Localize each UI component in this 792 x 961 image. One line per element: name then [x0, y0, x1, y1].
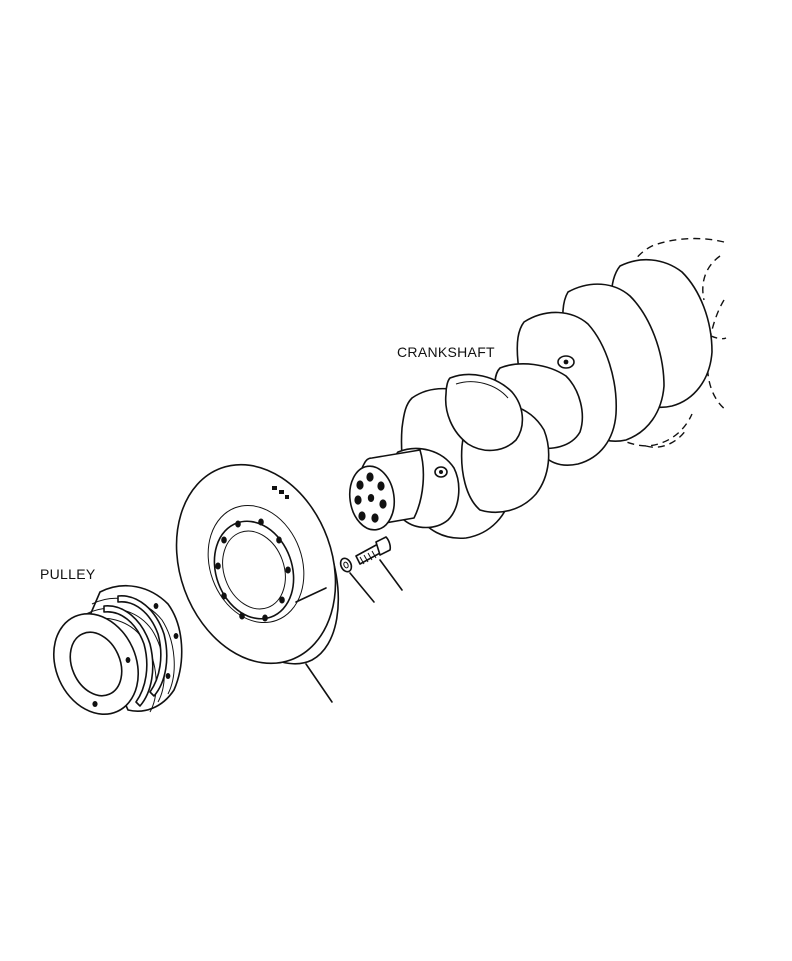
pulley-groove-2	[103, 605, 154, 707]
pulley-label: PULLEY	[40, 566, 96, 582]
bolt-drawing	[355, 536, 392, 565]
crankshaft-label: CRANKSHAFT	[397, 344, 495, 360]
pulley-bore	[69, 631, 123, 697]
pulley-drawing	[52, 584, 183, 716]
crankshaft-drawing	[348, 237, 727, 539]
damper-marking	[272, 486, 289, 499]
crank-nose-bolt-holes	[354, 472, 387, 523]
pulley-groove-1	[117, 595, 168, 697]
leader-lines	[295, 559, 403, 703]
pulley-holes	[92, 603, 179, 707]
damper-bolt-holes	[215, 518, 291, 622]
washer-drawing	[339, 557, 353, 573]
damper-disc-drawing	[175, 463, 340, 665]
